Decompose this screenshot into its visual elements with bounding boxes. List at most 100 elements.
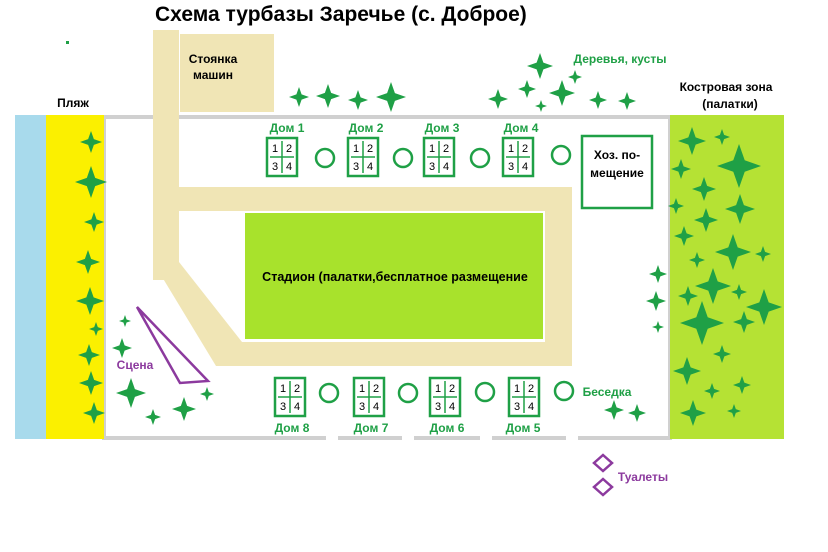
gazebo [550,144,572,166]
tree-icon [488,89,508,109]
tree-icon [746,289,782,325]
tree-icon [674,226,694,246]
tree-icon [694,208,718,232]
parking-label-line1: Стоянка [189,52,238,66]
house-label: Дом 5 [506,421,541,435]
tree-icon [715,234,751,270]
tree-icon [673,357,701,385]
parking-label-line2: машин [193,68,233,82]
house-room-number: 3 [514,401,520,413]
tree-icon [145,409,161,425]
house-label: Дом 4 [504,121,539,135]
house-room-number: 2 [449,383,455,395]
tree-icon [678,127,706,155]
tree-icon [535,100,547,112]
tree-icon [518,80,536,98]
tree-icon [704,383,720,399]
tree-icon [78,344,100,366]
tree-icon [678,286,698,306]
stage [135,306,211,385]
utility-building [580,134,654,210]
tree-icon [680,400,706,426]
tree-icon [652,321,664,333]
house-label: Дом 6 [430,421,465,435]
house-room-number: 4 [443,161,449,173]
house-room-number: 2 [367,143,373,155]
trees-label: Деревья, кусты [574,52,667,66]
tree-icon [604,400,624,420]
fence-gaps [326,434,578,442]
gazebo [397,382,419,404]
toilet-1 [592,453,614,473]
tree-icon [119,315,131,327]
tree-icon [731,284,747,300]
tree-icon [289,87,309,107]
tree-icon [116,378,146,408]
house-room-number: 1 [514,383,520,395]
house-room-number: 4 [367,161,373,173]
tree-icon [618,92,636,110]
house-room-number: 2 [443,143,449,155]
tree-icon [689,252,705,268]
tree-icon [649,265,667,283]
house-room-number: 4 [294,401,300,413]
tree-icon [692,177,716,201]
tree-icon [76,250,100,274]
house-room-number: 3 [272,161,278,173]
tree-icon [376,82,406,112]
water-strip [15,115,46,439]
tree-icon [725,194,755,224]
tree-icon [646,291,666,311]
fire-zone-label-line1: Костровая зона [680,80,773,94]
house-room-number: 2 [286,143,292,155]
house-room-number: 1 [280,383,286,395]
gazebo [474,381,496,403]
tree-icon [76,287,104,315]
beach-label: Пляж [57,96,89,110]
house-room-number: 2 [522,143,528,155]
tree-icon [172,397,196,421]
trees [75,53,782,426]
stage-label: Сцена [117,358,154,372]
tree-icon [733,376,751,394]
green-dot [66,41,69,44]
tree-icon [527,53,553,79]
tree-icon [668,198,684,214]
house-room-number: 2 [294,383,300,395]
tree-icon [549,80,575,106]
tree-icon [89,322,103,336]
toilets-label: Туалеты [618,470,668,484]
house-room-number: 1 [359,383,365,395]
gazebo [314,147,336,169]
stadium [245,213,543,339]
tree-icon [84,212,104,232]
tree-icon [727,404,741,418]
gazebo [469,147,491,169]
tree-icon [112,338,132,358]
fire-zone-label-line2: (палатки) [702,97,757,111]
house-room-number: 1 [353,143,359,155]
tree-icon [568,70,582,84]
utility-label-line2: мещение [590,166,644,180]
house-room-number: 3 [435,401,441,413]
tree-icon [316,84,340,108]
tree-icon [680,301,724,345]
house-label: Дом 2 [349,121,384,135]
tree-icon [80,131,102,153]
house-room-number: 3 [280,401,286,413]
tree-icon [83,402,105,424]
gazebo [392,147,414,169]
stadium-label: Стадион (палатки,бесплатное размещение [262,270,528,284]
parking-area [180,34,274,112]
tree-icon [75,166,107,198]
house-room-number: 1 [429,143,435,155]
house-room-number: 1 [508,143,514,155]
toilet-2 [592,477,614,497]
